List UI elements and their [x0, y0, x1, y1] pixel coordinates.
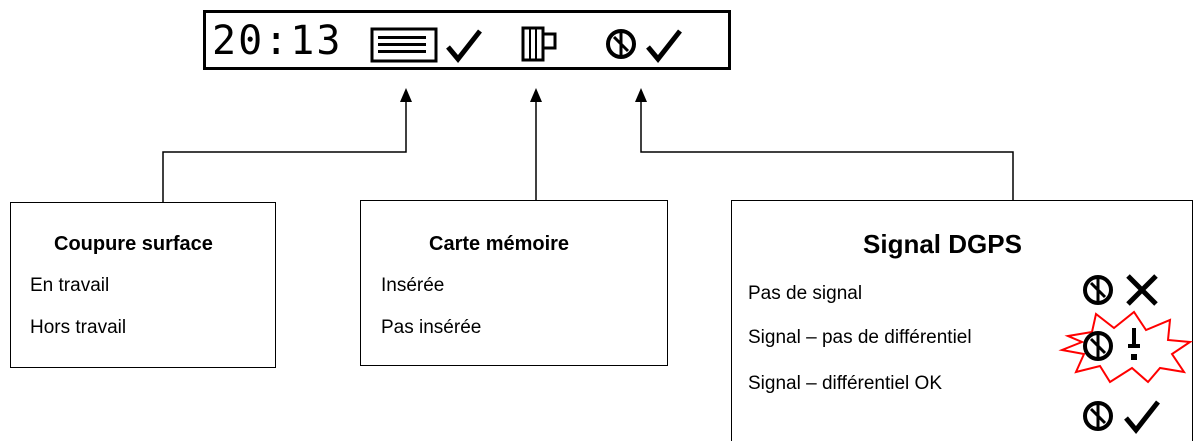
cross-icon	[1126, 274, 1158, 306]
satellite-icon	[606, 29, 636, 59]
status-bar: 20:13	[203, 10, 731, 70]
arrow-coupure	[400, 88, 412, 102]
alert-burst	[1058, 310, 1193, 384]
satellite-icon	[1083, 275, 1113, 305]
exclamation-icon	[1128, 328, 1140, 360]
check-icon	[1124, 400, 1160, 434]
connector-dgps	[640, 92, 1014, 200]
work-area-icon	[370, 27, 438, 63]
carte-item-1: Insérée	[381, 275, 445, 296]
coupure-item-2: Hors travail	[30, 317, 127, 338]
box-coupure-surface: Coupure surface En travail Hors travail	[10, 202, 276, 368]
coupure-item-1: En travail	[30, 275, 110, 296]
status-time: 20:13	[212, 18, 343, 64]
box-signal-dgps: Signal DGPS Pas de signal Signal – pas d…	[731, 200, 1193, 441]
check-icon	[646, 29, 682, 63]
coupure-title: Coupure surface	[54, 233, 213, 255]
satellite-icon	[1083, 401, 1113, 431]
dgps-item-3: Signal – différentiel OK	[748, 373, 942, 394]
dgps-item-2: Signal – pas de différentiel	[748, 327, 972, 348]
arrow-dgps	[635, 88, 647, 102]
connector-coupure	[162, 92, 407, 202]
carte-title: Carte mémoire	[429, 233, 570, 255]
box-carte-memoire: Carte mémoire Insérée Pas insérée	[360, 200, 668, 366]
carte-item-2: Pas insérée	[381, 317, 482, 338]
dgps-item-1: Pas de signal	[748, 283, 863, 304]
arrow-carte	[530, 88, 542, 102]
dgps-title: Signal DGPS	[863, 229, 1022, 259]
memory-card-icon	[521, 26, 557, 62]
satellite-icon	[1083, 331, 1113, 361]
check-icon	[446, 29, 482, 63]
